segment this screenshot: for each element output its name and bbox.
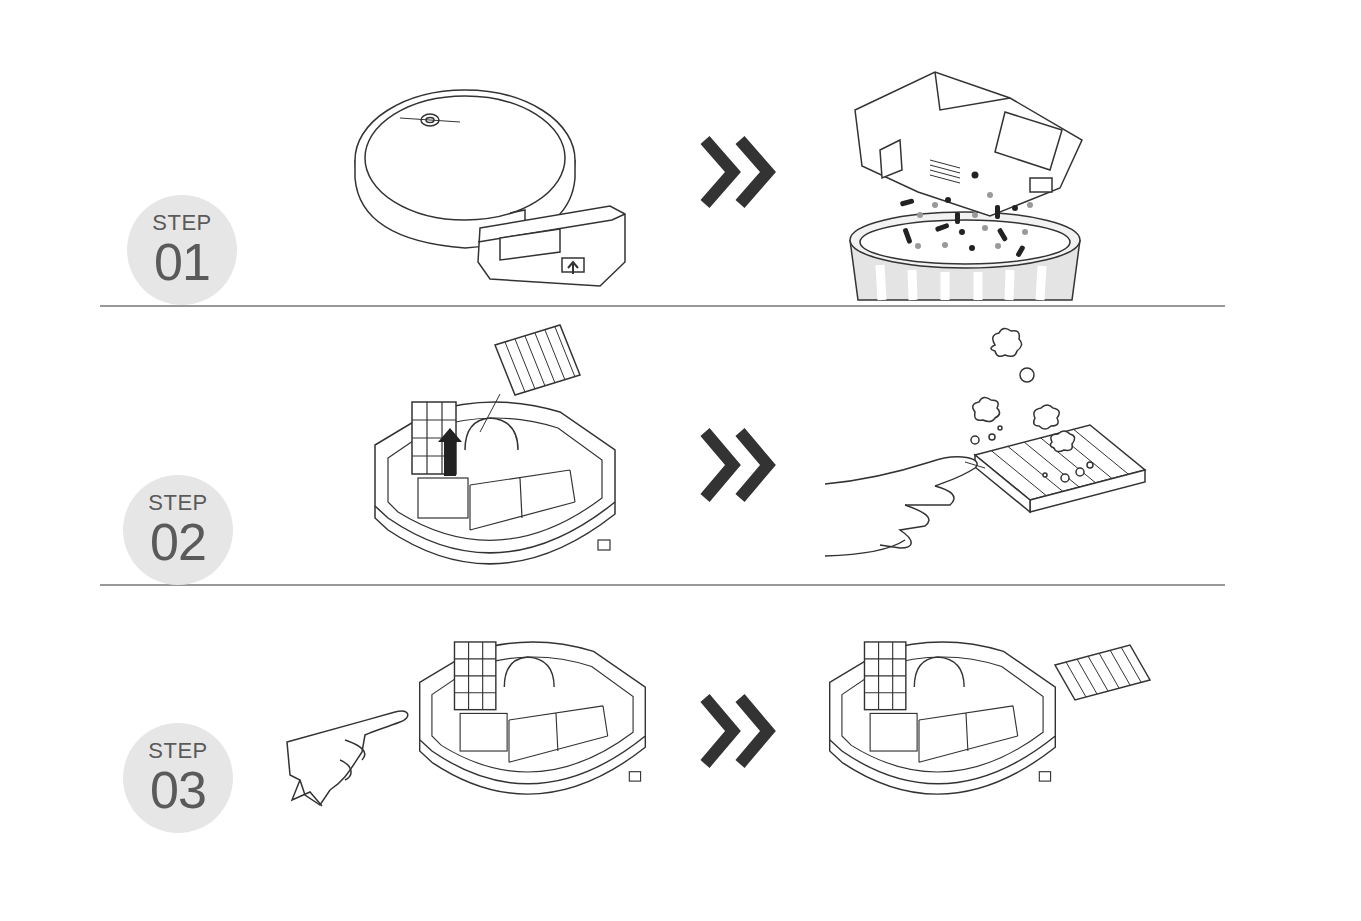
step-number: 02 bbox=[150, 516, 206, 568]
step-badge: STEP02 bbox=[123, 475, 233, 585]
step-number: 03 bbox=[150, 764, 206, 816]
step-label: STEP bbox=[148, 740, 207, 762]
step-label: STEP bbox=[152, 212, 211, 234]
step-label: STEP bbox=[148, 492, 207, 514]
step-number: 01 bbox=[154, 236, 210, 288]
step-badge: STEP03 bbox=[123, 723, 233, 833]
step-badge: STEP01 bbox=[127, 195, 237, 305]
